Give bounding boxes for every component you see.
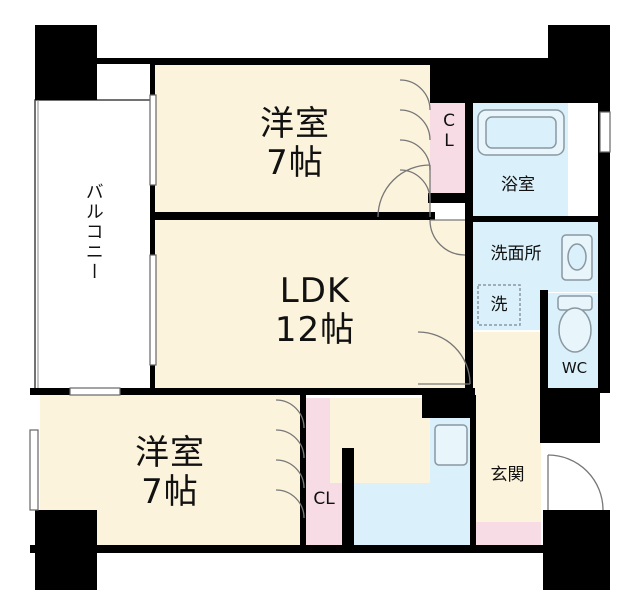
toilet-bowl (558, 307, 592, 353)
entrance-step (473, 522, 541, 546)
windows (29, 94, 611, 511)
western-room-top-name: 洋室 (260, 104, 330, 144)
closet-top-l: L (444, 130, 454, 151)
balcony-label: バルコニー (82, 182, 104, 282)
fixtures (434, 109, 593, 466)
ldk-name: LDK (279, 271, 351, 311)
bathroom-label: 浴室 (501, 175, 535, 195)
western-room-top-size: 7帖 (266, 143, 324, 184)
western-room-top-label: 洋室 7帖 (225, 104, 365, 184)
western-room-bottom-size: 7帖 (141, 472, 199, 513)
entrance-floor (473, 440, 541, 522)
doors (275, 79, 604, 519)
western-room-bottom-label: 洋室 7帖 (95, 433, 245, 513)
balcony-area (34, 99, 156, 391)
washroom-label: 洗面所 (490, 244, 542, 264)
ldk-size: 12帖 (274, 310, 356, 351)
kitchen-sink (434, 424, 468, 466)
western-room-bottom-name: 洋室 (135, 433, 205, 473)
entrance-label: 玄関 (490, 465, 525, 485)
ldk-floor (155, 220, 473, 392)
toilet-label: WC (561, 359, 588, 377)
closet-bottom-label: CL (313, 489, 335, 509)
closet-top-c: C (443, 111, 455, 131)
washer-label: 洗 (490, 295, 508, 315)
ldk-label: LDK 12帖 (240, 271, 390, 351)
closet-top-label: C L (438, 111, 460, 151)
washer-pan (477, 284, 521, 326)
